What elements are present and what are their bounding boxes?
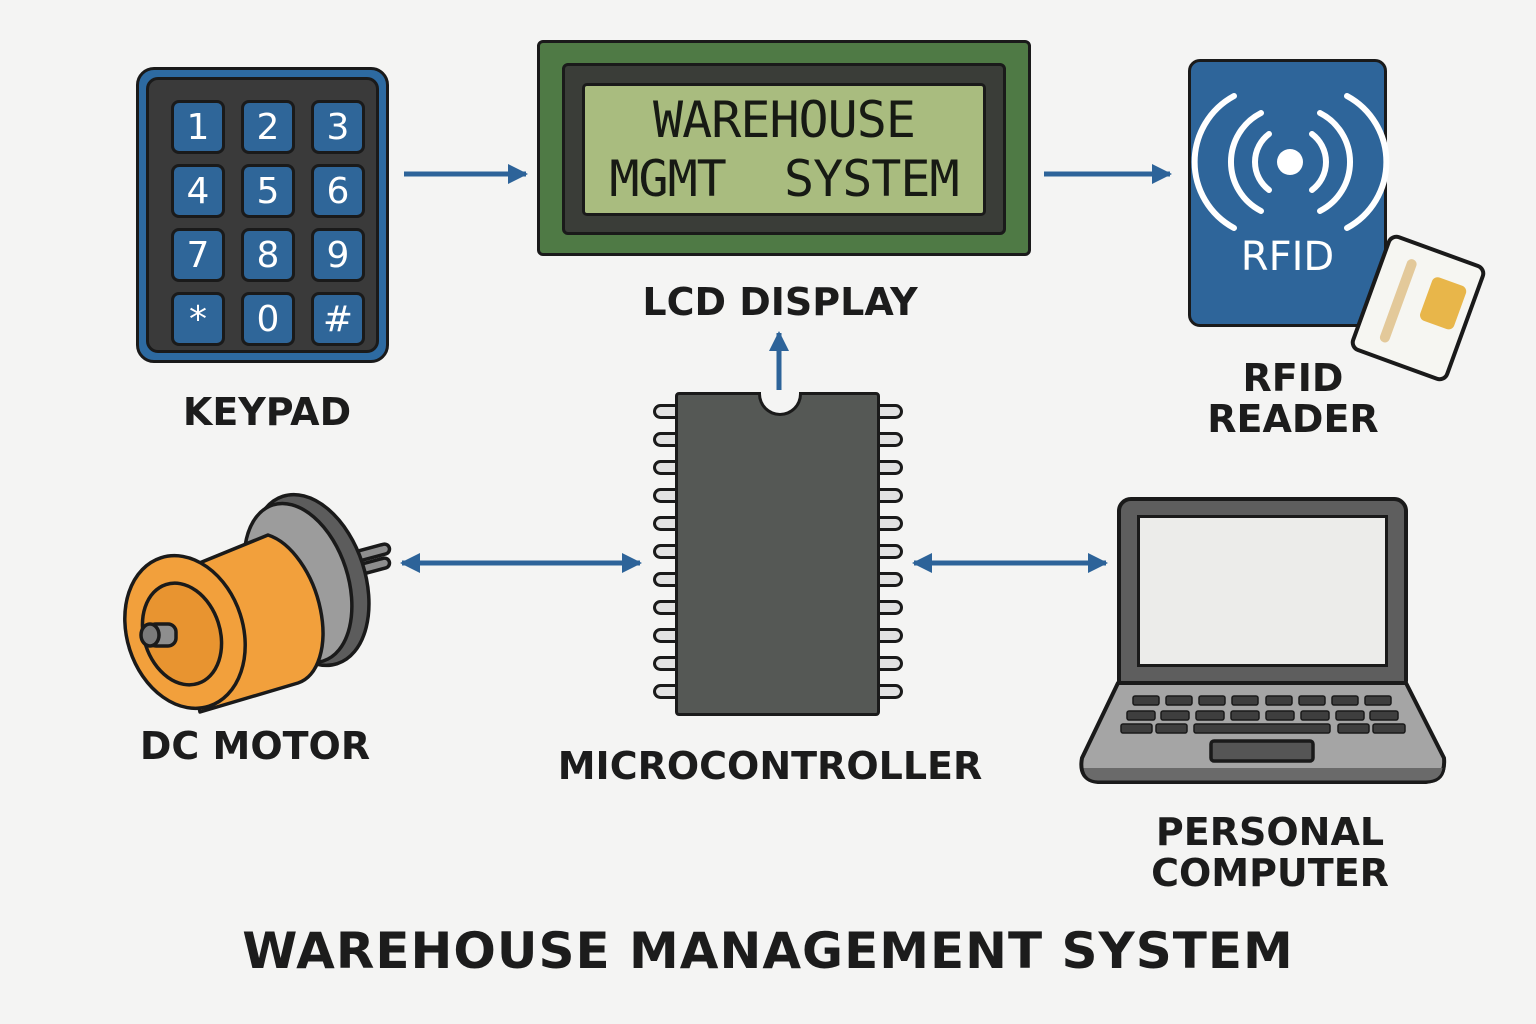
keypad-key: 5: [241, 164, 295, 218]
laptop-key: [1198, 695, 1226, 706]
keypad-key: #: [311, 292, 365, 346]
lcd-bezel: WAREHOUSE MGMT SYSTEM: [562, 63, 1006, 235]
chip-pin: [877, 544, 903, 559]
keypad-key: 3: [311, 100, 365, 154]
keypad-key: 7: [171, 228, 225, 282]
motor-label: DC MOTOR: [139, 724, 371, 768]
microcontroller-label: MICROCONTROLLER: [557, 744, 983, 788]
laptop-key: [1337, 723, 1370, 734]
laptop-key: [1230, 710, 1260, 721]
keypad-key: *: [171, 292, 225, 346]
laptop-key: [1369, 710, 1399, 721]
chip-pin: [877, 572, 903, 587]
chip-pin: [877, 460, 903, 475]
laptop-key: [1372, 723, 1406, 734]
lcd-label: LCD DISPLAY: [642, 280, 918, 324]
laptop-key: [1195, 710, 1225, 721]
chip-pin: [877, 488, 903, 503]
laptop-lid: [1117, 497, 1408, 685]
keypad-key: 4: [171, 164, 225, 218]
laptop-key: [1265, 695, 1293, 706]
chip-pin: [653, 628, 679, 643]
pc-label-line-2: COMPUTER: [1151, 851, 1389, 896]
keypad-key: 6: [311, 164, 365, 218]
chip-pin: [653, 404, 679, 419]
chip-pin: [653, 600, 679, 615]
laptop-spacebar: [1193, 723, 1331, 734]
chip-pin: [653, 684, 679, 699]
keypad-key: 2: [241, 100, 295, 154]
microcontroller-chip: [675, 392, 880, 716]
chip-pin: [877, 628, 903, 643]
laptop-screen: [1137, 515, 1388, 667]
chip-pin: [653, 460, 679, 475]
laptop-key: [1364, 695, 1392, 706]
laptop-key: [1160, 710, 1190, 721]
keypad: 1 2 3 4 5 6 7 8 9 * 0 #: [136, 67, 389, 363]
chip-pin: [877, 684, 903, 699]
keypad-key: 9: [311, 228, 365, 282]
keypad-key: 8: [241, 228, 295, 282]
laptop-key: [1300, 710, 1330, 721]
lcd-line-2: MGMT SYSTEM: [609, 149, 959, 208]
chip-pin: [653, 432, 679, 447]
laptop-key: [1165, 695, 1193, 706]
chip-pin: [877, 516, 903, 531]
laptop-key: [1231, 695, 1259, 706]
keypad-face: 1 2 3 4 5 6 7 8 9 * 0 #: [146, 77, 379, 353]
chip-pin: [653, 544, 679, 559]
laptop-key: [1298, 695, 1326, 706]
chip-pin: [653, 656, 679, 671]
pc-label: PERSONAL COMPUTER: [1140, 810, 1400, 896]
chip-pin: [877, 404, 903, 419]
laptop-key: [1265, 710, 1295, 721]
chip-pin: [877, 432, 903, 447]
laptop-key: [1126, 710, 1156, 721]
rfid-label-line-2: READER: [1207, 397, 1379, 442]
rfid-device-text: RFID: [1240, 234, 1335, 280]
chip-pin: [877, 600, 903, 615]
laptop-key: [1335, 710, 1365, 721]
lcd-line-1: WAREHOUSE: [653, 90, 916, 149]
rfid-reader: RFID: [1188, 59, 1390, 327]
laptop-key: [1331, 695, 1359, 706]
rfid-waves-icon: [1191, 93, 1390, 231]
rfid-label-line-1: RFID: [1242, 356, 1344, 400]
diagram-title: WAREHOUSE MANAGEMENT SYSTEM: [242, 922, 1294, 980]
keypad-key: 1: [171, 100, 225, 154]
laptop-key: [1155, 723, 1188, 734]
chip-pin: [877, 656, 903, 671]
chip-pin: [653, 488, 679, 503]
keypad-key: 0: [241, 292, 295, 346]
laptop-key: [1120, 723, 1153, 734]
chip-pin: [653, 572, 679, 587]
laptop-key: [1132, 695, 1160, 706]
chip-pin: [653, 516, 679, 531]
rfid-label: RFID READER: [1188, 356, 1398, 442]
pc-label-line-1: PERSONAL: [1155, 810, 1385, 854]
lcd-display: WAREHOUSE MGMT SYSTEM: [537, 40, 1031, 256]
keypad-label: KEYPAD: [182, 390, 352, 434]
lcd-screen: WAREHOUSE MGMT SYSTEM: [582, 83, 986, 216]
